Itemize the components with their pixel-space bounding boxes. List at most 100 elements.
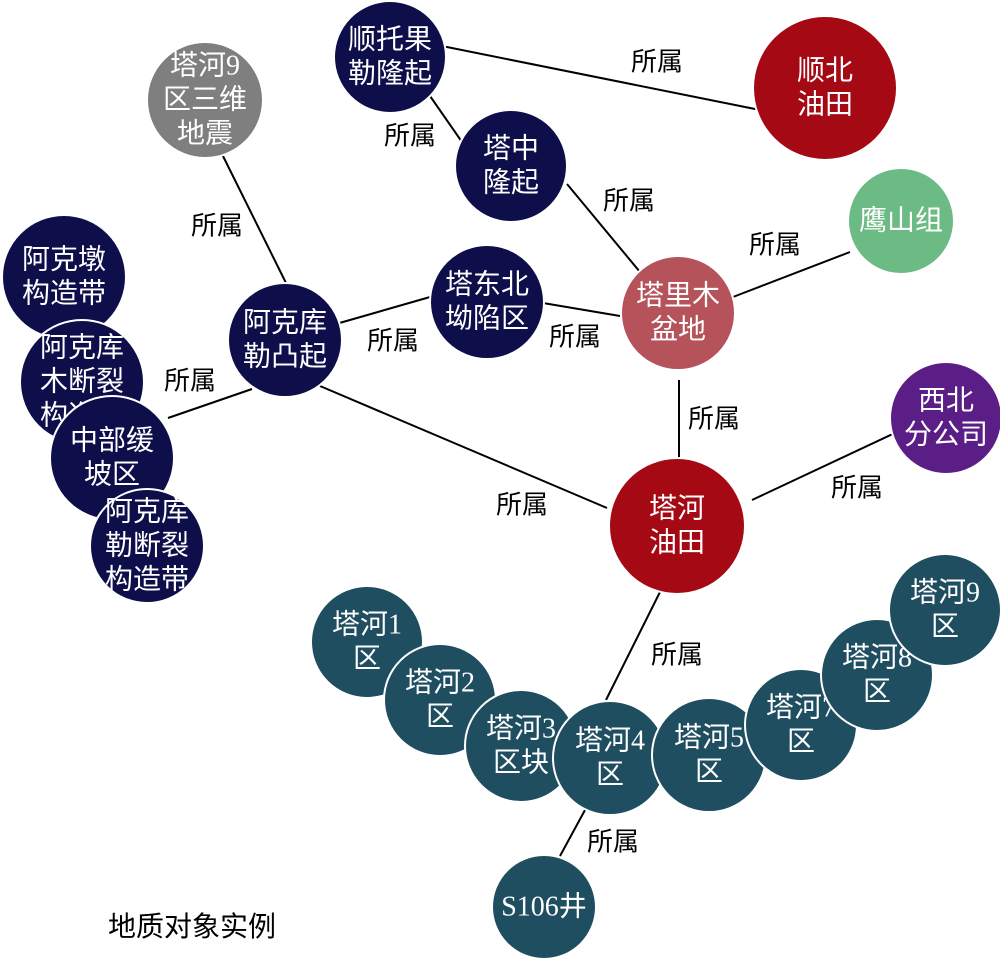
node-label: 区 [787, 727, 815, 758]
node-circle [491, 854, 597, 960]
node-label: 区块 [493, 748, 549, 779]
node-label: 构造带 [105, 564, 189, 596]
node-label: 中部缓 [70, 425, 154, 457]
edge-line [335, 296, 431, 325]
node-circle [620, 255, 736, 371]
edge-tarim-tahe: 所属 [678, 380, 740, 458]
edge-label: 所属 [384, 122, 436, 151]
node-label: 鹰山组 [859, 205, 943, 237]
node-circle [1, 214, 127, 340]
node-circle [227, 282, 343, 398]
node-label: 塔河 [649, 493, 705, 525]
node-label: 分公司 [904, 420, 988, 451]
node-yingshan[interactable]: 鹰山组 [847, 167, 955, 275]
node-circle [146, 41, 264, 159]
edge-line [167, 388, 253, 419]
edge-label: 所属 [191, 212, 243, 241]
node-label: 勒隆起 [348, 58, 432, 90]
node-label: 阿克库 [243, 307, 327, 339]
edge-label: 所属 [688, 405, 740, 434]
node-label: 顺北 [797, 56, 853, 87]
edge-tahe9seis-akekule: 所属 [191, 147, 288, 286]
edge-line [431, 43, 761, 111]
edge-tahe4-s106: 所属 [559, 809, 639, 857]
edge-line [751, 431, 898, 501]
edge-label: 所属 [651, 641, 703, 670]
node-circle [889, 361, 1000, 475]
node-label: 阿克库 [40, 332, 124, 364]
edge-line [732, 251, 851, 298]
node-label: 塔河7 [766, 692, 836, 724]
node-label: 坡区 [84, 459, 140, 491]
node-label: 塔河3 [486, 713, 556, 745]
edge-tarim-yingshan: 所属 [732, 231, 851, 298]
node-circle [888, 553, 1000, 667]
edge-tadongbei-tarim: 所属 [542, 302, 621, 352]
node-label: S106井 [501, 891, 587, 923]
node-label: 勒凸起 [243, 341, 327, 373]
node-label: 地震 [177, 118, 233, 150]
node-label: 塔里木 [636, 280, 720, 312]
node-circle [552, 700, 668, 816]
node-label: 顺托果 [348, 24, 432, 56]
node-label: 塔河5 [674, 722, 744, 754]
edge-label: 所属 [587, 828, 639, 857]
node-label: 西北 [918, 386, 974, 417]
node-label: 构造带 [22, 278, 106, 310]
edge-label: 所属 [164, 367, 216, 396]
edge-line [319, 385, 608, 509]
edge-tahe-xibei: 所属 [751, 431, 898, 503]
node-label: 塔河2 [405, 667, 475, 699]
node-label: 区 [931, 612, 959, 643]
edge-line [429, 95, 463, 143]
node-s106[interactable]: S106井 [491, 854, 597, 960]
edge-line [559, 809, 586, 857]
node-label: 油田 [649, 527, 705, 559]
node-label: 塔东北 [445, 269, 529, 301]
node-label: 坳陷区 [445, 303, 529, 335]
edges-layer: 所属所属所属所属所属所属所属所属所属所属所属所属所属 [164, 43, 898, 857]
node-circle [454, 109, 568, 223]
node-label: 油田 [797, 89, 853, 121]
edge-label: 所属 [603, 187, 655, 216]
node-label: 区 [596, 760, 624, 791]
edge-line [605, 591, 661, 701]
node-circle [847, 167, 955, 275]
node-label: 塔河9 [170, 50, 240, 82]
node-label: 勒断裂 [105, 530, 189, 562]
node-circle [333, 0, 447, 114]
node-label: 区三维 [163, 84, 247, 116]
node-label: 区 [426, 702, 454, 733]
node-circle [89, 488, 205, 604]
node-label: 塔河8 [842, 642, 912, 674]
figure-caption: 地质对象实例 [108, 912, 277, 943]
node-label: 塔河9 [910, 577, 980, 609]
node-circle [608, 457, 746, 595]
node-label: 塔河4 [575, 725, 645, 757]
node-label: 塔中 [483, 133, 539, 165]
node-label: 塔河1 [332, 609, 402, 641]
edge-shuntuo-shunbei: 所属 [431, 43, 761, 111]
node-label: 区 [695, 757, 723, 788]
edge-zhongbu-akekule: 所属 [164, 367, 253, 419]
edge-akekule-tadongbei: 所属 [335, 296, 431, 356]
node-label: 木断裂 [40, 366, 124, 398]
edge-label: 所属 [831, 474, 883, 503]
